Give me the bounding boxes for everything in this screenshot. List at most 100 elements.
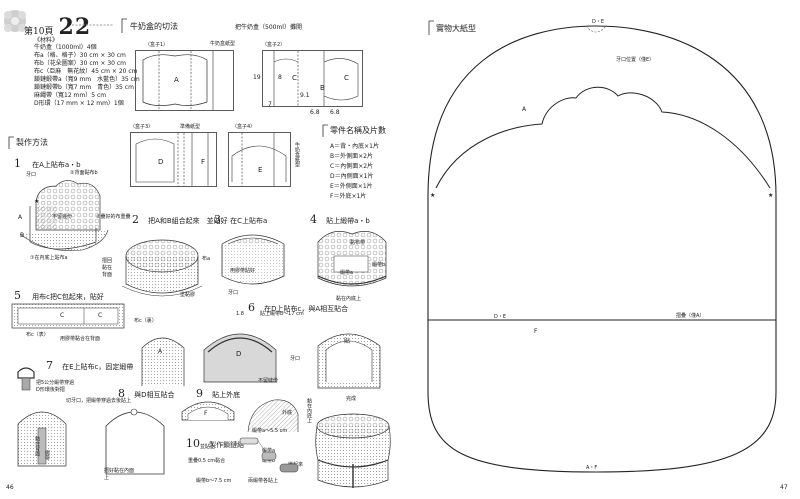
step10-note: 兩緞帶各貼上 [248,478,279,484]
part-item: A＝背・內底×1片 [330,143,379,150]
box4-side: 牛奶盒紙型 [294,142,300,167]
full-size-pattern [427,25,777,473]
step9-note: 黏在內底上 [306,398,312,423]
step6-note: 貼 [344,338,351,345]
pattern-label: A・F [586,465,598,471]
step1-note: ②疊好的布重疊 [96,214,131,220]
step1-note: 不留邊份 [52,214,73,220]
step7-note: 把5公分緞帶穿過 [36,380,75,386]
step-4: 4 貼上緞帶a・b [310,208,370,227]
step7-note: D形環後對摺 [36,387,65,393]
box3-tag-f: F [201,158,206,166]
box2-diagram [262,50,363,107]
step10-note: 重疊0.5 cm黏合 [188,458,226,464]
step5-tag-c: C [60,312,65,319]
title-divider [72,24,114,26]
step7-note: 黏在背面 [34,436,40,456]
step9-side-diagram [247,399,299,433]
step6-note: 不留縫份 [258,378,279,384]
title-number: 22 [58,14,92,40]
step10-note: 緞帶a～5.5 cm [252,428,288,434]
bracket-icon [8,136,14,149]
step3-note: 牙口 [228,290,239,296]
step1-diagram [19,180,109,251]
step3-note: 用膠帶貼好 [230,268,256,274]
step-text: 貼上外底 [212,391,241,399]
step2-note: 塗黏膠 [180,292,196,298]
step5-note: 布c（表） [26,332,49,338]
left-page: 第10頁 22 《材料》 牛奶盒（1000ml）4個 布a（格、格子）30 cm… [4,10,391,491]
d-ring-icon [17,367,35,391]
page-title: 第10頁 22 [24,14,91,40]
material-item: 麻繩帶（寬12 mm）5 cm [34,92,107,99]
fold-note: 摺疊（僅A） [676,313,705,319]
step4-note: 緞帶b [372,262,386,268]
step4-note: 黏布帶 [350,240,366,246]
box4-diagram [228,132,291,187]
box4-label: 〈盒子4〉 [232,124,256,130]
cut-note: 把牛奶盒（500ml）攤開 [235,24,302,31]
step5-diagram [11,303,125,329]
box3-diagram [130,132,217,187]
title-flower-icon [4,10,26,32]
step8-diagram [105,408,165,475]
material-item: 布c（亞麻 無花紋）45 cm × 20 cm [34,68,138,75]
box2-dim-19: 19 [253,74,261,81]
step8-note: 摺好黏在內面上 [104,468,135,481]
step-number: 10 [186,437,200,450]
step-text: 與D相互貼合 [134,391,175,399]
step-3: 3 在C上貼布a [214,208,267,227]
finished-box-diagram [315,413,391,488]
step-9: 9 貼上外底 [196,382,240,401]
box2-tag-b: B [320,84,325,92]
step6-dome-diagram [203,333,277,383]
material-item: 鎖鏈緞帶b（寬7 mm 青色）35 cm [34,84,134,91]
pattern-title: 實物大紙型 [436,24,476,33]
step-number: 9 [196,387,203,400]
step-text: 製作鎖鏈結 [209,441,245,449]
step5-arch-tag: A [158,348,163,355]
title-prefix: 第10頁 [24,27,54,37]
step1-tag-a: A [18,214,23,221]
box2-tag-c1: C [292,74,297,82]
part-item: C＝內側面×2片 [330,163,374,170]
step-number: 7 [46,359,53,372]
page-number-right: 47 [780,484,788,491]
step-10: 10 製作鎖鏈結 [186,432,244,451]
bracket-icon [428,20,434,35]
right-page: 實物大紙型 D・E 牙口位置（僅E） A ★ ★ D・E F 摺疊（僅A） A・… [400,0,800,499]
step5-tag-c: C [98,312,103,319]
part-item: D＝內側面×1片 [330,173,374,180]
part-item: E＝外側面×1片 [330,183,373,190]
box3-label: 〈盒子3〉 [130,124,154,130]
step1-note: ②背面黏布b [70,170,98,176]
box2-dim-68a: 6.8 [310,109,320,116]
step7-note: 緞帶 [44,450,50,460]
box1-label: 〈盒子1〉 [145,42,169,48]
step-text: 用布c把C包起來，貼好 [32,293,104,301]
step6-dim: 1.8 [236,311,244,317]
box3-tag-d: D [158,158,164,166]
step10-note: 並貼上 [200,444,216,450]
step9-base-diagram [181,401,235,421]
step3-diagram [221,234,285,285]
page-number-left: 46 [6,484,14,491]
box1-side: 牛奶盒紙型 [210,41,236,47]
step10-note: 緞帶a [262,448,276,454]
box4-tag: E [258,166,263,174]
step3-note: 布a [202,256,211,262]
box3-side: 準備紙型 [180,124,201,130]
parts-title: 零件名稱及片數 [330,126,386,135]
step5-arch-diagram [141,337,185,386]
step7-note: 切牙口，把緞帶穿過去後貼上 [66,398,132,404]
step4-note: 緞帶a [340,270,354,276]
step9-done: 完成 [346,396,357,402]
material-item: D形環（17 mm × 12 mm）1個 [34,100,124,107]
box2-dim-9: 9.1 [300,92,310,99]
step-6: 6 在D上貼布c，與A相互貼合 [248,296,348,315]
step4-note: 黏在內底上 [336,296,362,302]
step1-note: ①在內底上貼布a [30,255,68,261]
box2-dim-8: 8 [278,74,282,81]
step-number: 2 [132,213,139,226]
step6-note: 貼上緞帶b～17 cm [260,311,304,317]
